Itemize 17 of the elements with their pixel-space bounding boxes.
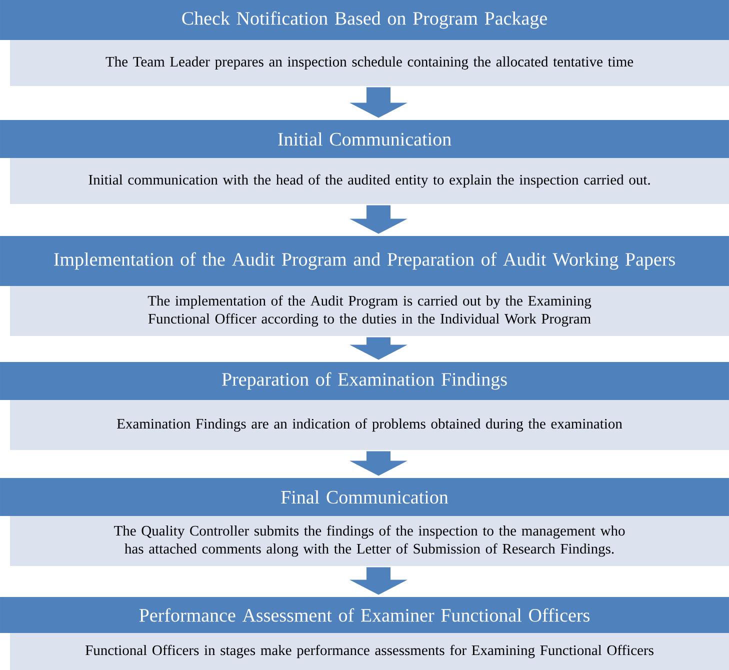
stage-box: Performance Assessment of Examiner Functional Officers Functional Officers in stages make performance assessments for Examining Functional Officers xyxy=(0,597,729,670)
node-label: Final Communication xyxy=(281,490,448,504)
arrow xyxy=(350,337,408,360)
stage-box: Final Communication The Quality Controller submits the findings of the inspection to the management who has attached comments along with the Letter of Submission of Research Findings. xyxy=(0,478,729,566)
node-label: Preparation of Examination Findings xyxy=(222,372,507,390)
stage-box: Preparation of Examination Findings Examination Findings are an indication of problems obtained during the examination xyxy=(0,362,729,450)
node-label: The implementation of the Audit Program is carried out by the Examining Functional Officer according to the duties in the Individual Work Program xyxy=(148,295,592,327)
arrow xyxy=(350,205,408,234)
stage-box: Initial Communication Initial communication with the head of the audited entity to explain the inspection carried out. xyxy=(0,120,729,204)
stage-box: Check Notification Based on Program Package The Team Leader prepares an inspection schedule containing the allocated tentative time xyxy=(0,0,729,86)
arrow xyxy=(350,451,408,476)
arrow xyxy=(350,567,408,595)
node-label: Check Notification Based on Program Package xyxy=(182,11,547,29)
stage-box: Implementation of the Audit Program and Preparation of Audit Working Papers The implementation of the Audit Program is carried out by the Examining Functional Officer according to the duties in the Individual Work Program xyxy=(0,236,729,336)
arrow xyxy=(350,87,408,118)
node-label: Performance Assessment of Examiner Functional Officers xyxy=(139,608,590,622)
node-label: Initial Communication xyxy=(278,132,452,146)
